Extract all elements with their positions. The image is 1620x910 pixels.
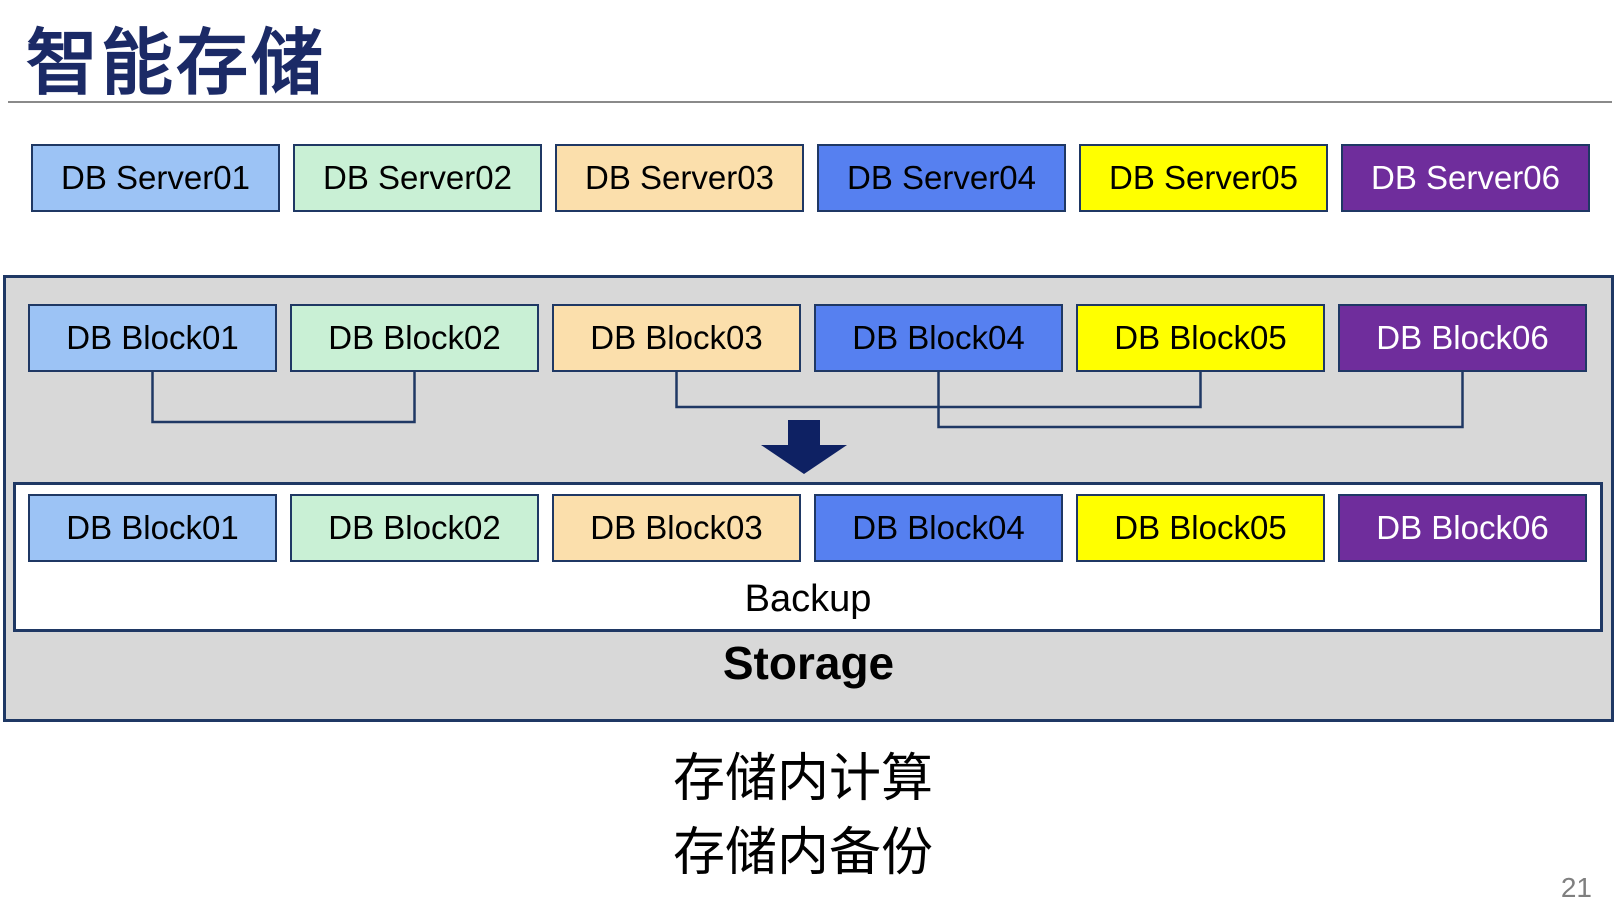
caption-in-storage-computing: 存储内计算 (672, 750, 933, 808)
backup-label: Backup (744, 578, 872, 620)
storage-label: Storage (722, 637, 895, 689)
backup-block-01: DB Block01 (28, 494, 277, 562)
server-box-06: DB Server06 (1341, 144, 1590, 212)
server-box-05: DB Server05 (1079, 144, 1328, 212)
source-block-04: DB Block04 (814, 304, 1063, 372)
backup-block-02: DB Block02 (290, 494, 539, 562)
source-block-06: DB Block06 (1338, 304, 1587, 372)
server-box-03: DB Server03 (555, 144, 804, 212)
caption-in-storage-backup: 存储内备份 (672, 824, 933, 882)
source-block-05: DB Block05 (1076, 304, 1325, 372)
backup-block-05: DB Block05 (1076, 494, 1325, 562)
source-block-03: DB Block03 (552, 304, 801, 372)
server-box-02: DB Server02 (293, 144, 542, 212)
backup-block-06: DB Block06 (1338, 494, 1587, 562)
backup-block-03: DB Block03 (552, 494, 801, 562)
server-box-01: DB Server01 (31, 144, 280, 212)
source-block-02: DB Block02 (290, 304, 539, 372)
server-box-04: DB Server04 (817, 144, 1066, 212)
backup-block-04: DB Block04 (814, 494, 1063, 562)
caption-block: 存储内计算 存储内备份 (0, 742, 1606, 890)
source-block-01: DB Block01 (28, 304, 277, 372)
title-divider (8, 101, 1612, 103)
slide-title: 智能存储 (26, 24, 327, 104)
page-number: 21 (1560, 872, 1592, 903)
